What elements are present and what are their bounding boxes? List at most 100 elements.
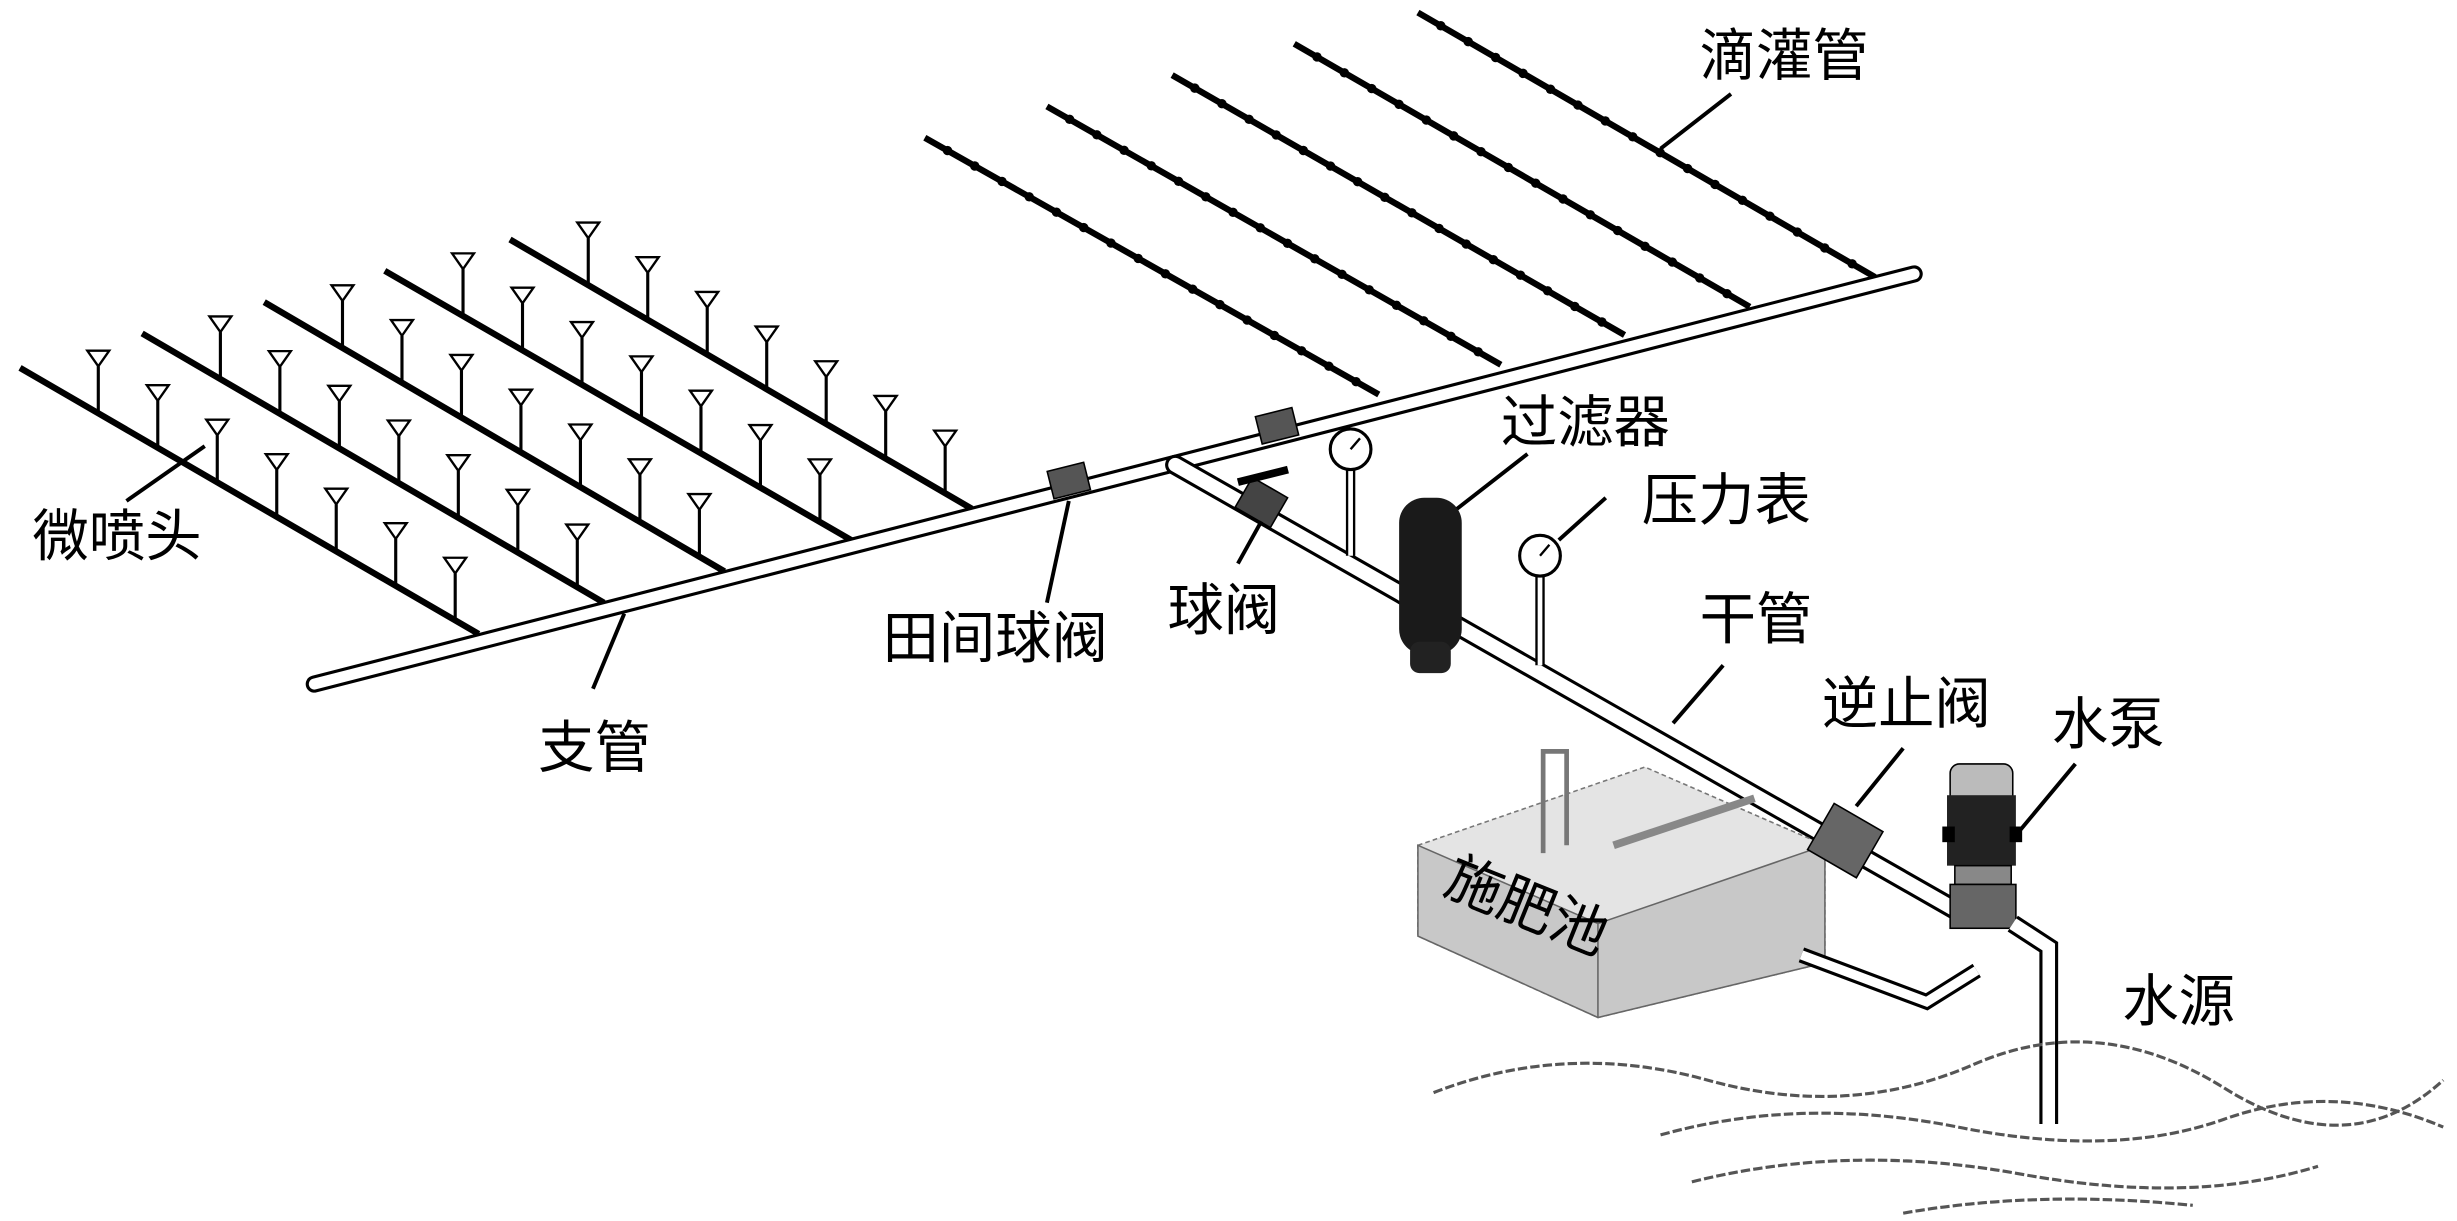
emitter	[970, 161, 980, 171]
micro-sprinkler-head	[806, 458, 834, 522]
emitter	[1391, 300, 1402, 311]
emitter	[1271, 130, 1281, 140]
micro-sprinkler-head	[931, 429, 959, 494]
emitter	[1503, 162, 1514, 173]
micro-sprinkler-head	[144, 384, 171, 448]
emitter	[1325, 161, 1336, 171]
emitter	[1407, 208, 1417, 218]
emitter	[1490, 52, 1501, 63]
label-filter: 过滤器	[1501, 390, 1670, 455]
emitter	[1310, 254, 1320, 264]
label-drip-pipe: 滴灌管	[1700, 24, 1869, 89]
emitter	[1463, 36, 1473, 47]
emitter	[1667, 257, 1678, 267]
emitter	[1488, 254, 1499, 265]
drip-lines	[923, 9, 1877, 398]
emitter	[1694, 273, 1705, 283]
emitter	[1244, 114, 1254, 125]
emitter	[1473, 347, 1483, 357]
micro-sprinkler-head	[812, 360, 840, 424]
emitter	[1542, 286, 1553, 296]
micro-sprinkler-head	[626, 458, 654, 522]
emitter	[1421, 115, 1432, 125]
emitter	[1366, 83, 1377, 94]
micro-sprinkler-head	[628, 355, 655, 419]
emitter	[1545, 84, 1556, 94]
sprinkler-lateral	[18, 349, 481, 637]
water-pump	[1942, 763, 2059, 1124]
emitter	[1585, 210, 1596, 220]
emitter	[1682, 163, 1693, 174]
sprinkler-lateral	[383, 252, 853, 543]
emitter	[1364, 285, 1374, 295]
micro-sprinkler-head	[753, 325, 780, 390]
emitter	[1597, 317, 1607, 327]
emitter	[1737, 195, 1748, 206]
emitter	[1106, 238, 1116, 248]
sprinkler-laterals	[18, 221, 974, 637]
label-micro-sprinkler: 微喷头	[33, 505, 202, 570]
emitter	[1228, 207, 1238, 218]
pressure-gauge-1	[1328, 427, 1373, 556]
emitter	[1298, 145, 1309, 156]
emitter	[1187, 284, 1198, 294]
emitter	[1024, 192, 1034, 202]
emitter	[1518, 68, 1528, 79]
micro-sprinkler-head	[564, 523, 591, 588]
emitter	[1064, 114, 1075, 125]
micro-sprinkler-head	[207, 315, 234, 380]
micro-sprinkler-head	[568, 320, 596, 385]
drip-line	[923, 135, 1381, 398]
emitter	[1476, 146, 1486, 157]
emitter	[1600, 116, 1611, 126]
micro-sprinkler-head	[382, 522, 409, 586]
micro-sprinkler-head	[686, 492, 713, 557]
micro-sprinkler-head	[694, 290, 721, 355]
emitter	[1201, 192, 1211, 202]
label-pressure-gauge: 压力表	[1642, 469, 1811, 534]
emitter	[1446, 331, 1456, 342]
emitter	[1190, 83, 1200, 93]
micro-sprinkler-head	[266, 349, 294, 414]
emitter	[1710, 179, 1720, 190]
emitter	[1242, 315, 1252, 325]
drip-line	[1045, 103, 1503, 368]
drip-line	[1170, 72, 1627, 338]
micro-sprinkler-head	[388, 318, 416, 383]
emitter	[1628, 132, 1638, 142]
emitter	[942, 145, 953, 156]
emitter	[1394, 99, 1404, 110]
emitter	[1640, 241, 1650, 252]
emitter	[1051, 207, 1062, 217]
emitter	[997, 176, 1007, 187]
emitter	[1160, 269, 1171, 279]
emitter	[1092, 130, 1102, 140]
emitter	[1269, 330, 1280, 341]
micro-sprinkler-head	[329, 284, 356, 348]
emitter	[1296, 346, 1307, 356]
micro-sprinkler-head	[448, 353, 475, 418]
emitter	[1215, 299, 1225, 310]
micro-sprinkler-head	[747, 423, 774, 488]
emitter	[1173, 176, 1184, 187]
emitter	[1217, 99, 1227, 109]
emitter	[1765, 211, 1775, 221]
micro-sprinkler-head	[507, 388, 535, 453]
emitter	[1530, 178, 1541, 188]
label-field-ball-valve: 田间球阀	[883, 606, 1108, 671]
label-branch-pipe: 支管	[538, 716, 651, 781]
emitter	[1461, 239, 1471, 249]
emitter	[1282, 238, 1293, 249]
emitter	[1255, 223, 1265, 233]
filter	[1399, 497, 1462, 674]
ball-valve	[1234, 465, 1289, 529]
sprinkler-lateral	[508, 221, 974, 512]
leader-lines	[125, 92, 2077, 831]
water-waves	[1432, 1040, 2445, 1215]
label-water-pump: 水泵	[2052, 693, 2165, 758]
branch-pipe	[305, 265, 1923, 693]
micro-sprinkler-head	[263, 453, 290, 517]
drip-line	[1416, 9, 1877, 280]
emitter	[1119, 145, 1129, 156]
emitter	[1722, 288, 1732, 299]
